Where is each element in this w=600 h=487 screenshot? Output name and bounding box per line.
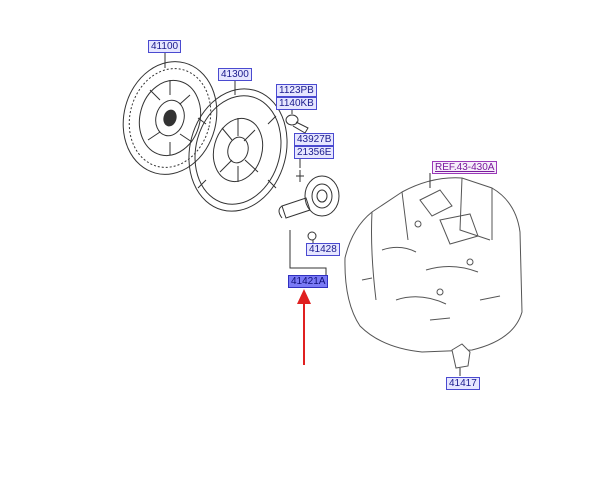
bolt [285,114,309,134]
concentric-slave-cylinder [278,170,340,241]
part-label-41417[interactable]: 41417 [446,377,480,390]
part-label-43927b[interactable]: 43927B [294,133,335,146]
red-arrow [297,289,311,365]
clutch-disc [122,61,218,175]
part-label-group-bearing: 43927B 21356E [294,133,335,159]
part-label-41300[interactable]: 41300 [218,68,252,81]
part-label-1140kb[interactable]: 1140KB [276,97,317,110]
part-label-21356e[interactable]: 21356E [294,146,335,159]
transmission-housing [344,177,523,369]
part-label-group-bolts: 1123PB 1140KB [276,84,317,110]
part-label-41421a[interactable]: 41421A [288,275,329,288]
pressure-plate [188,88,288,212]
part-label-1123pb[interactable]: 1123PB [276,84,317,97]
ref-link-43-430a[interactable]: REF.43-430A [432,161,498,174]
part-label-41100[interactable]: 41100 [148,40,182,53]
part-label-41428[interactable]: 41428 [306,243,340,256]
